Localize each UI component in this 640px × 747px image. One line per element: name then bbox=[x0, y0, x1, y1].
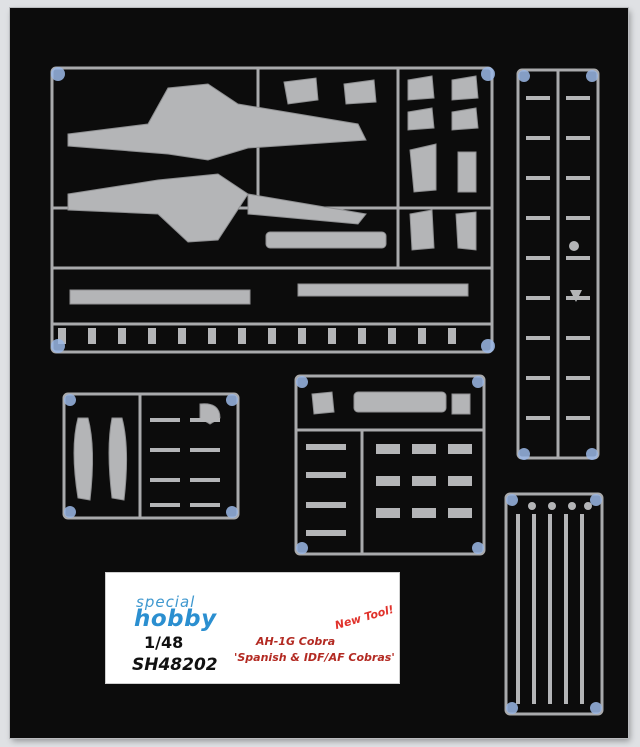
brand-small-text: special bbox=[136, 593, 196, 611]
kit-title: AH-1G Cobra bbox=[256, 635, 336, 648]
brand-logo-text: hobby bbox=[134, 606, 217, 632]
new-tool-badge: New Tool! bbox=[333, 602, 396, 633]
cockpit-parts-sprue bbox=[294, 374, 486, 556]
fuselage-sprue bbox=[50, 66, 495, 354]
kit-scale: 1/48 bbox=[144, 633, 184, 652]
tall-parts-sprue bbox=[516, 68, 600, 460]
weapons-sprue bbox=[504, 492, 604, 716]
kit-subtitle: 'Spanish & IDF/AF Cobras' bbox=[234, 651, 395, 664]
kit-label-card: special hobby 1/48 SH48202 New Tool! AH-… bbox=[105, 572, 400, 684]
kit-code: SH48202 bbox=[132, 655, 218, 675]
small-parts-sprue-left bbox=[62, 392, 240, 520]
